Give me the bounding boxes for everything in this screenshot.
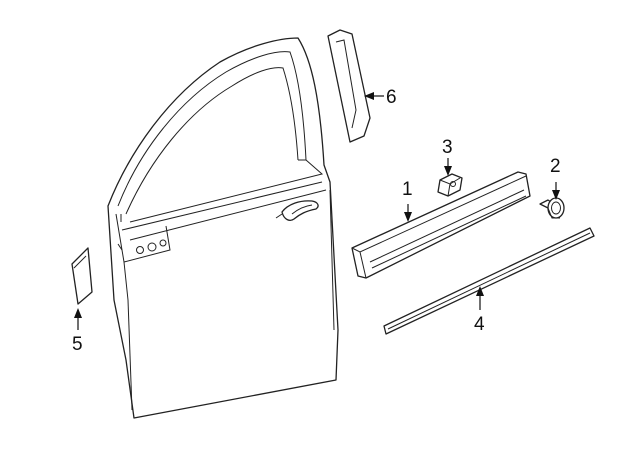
applique-part-5 [71,247,93,305]
callout-2: 2 [550,156,561,177]
callout-1: 1 [402,179,413,200]
callout-3: 3 [442,137,453,158]
callout-6: 6 [386,87,397,108]
clip-part-3 [437,173,463,197]
callout-4: 4 [474,314,485,335]
pillar-applique-part-6 [327,29,371,143]
lower-molding-part-4 [383,227,595,335]
callout-5: 5 [72,334,83,355]
door-molding-part-1 [351,171,531,279]
leader-lines [74,92,560,330]
door-shell [107,37,339,419]
fastener-part-2 [539,197,565,219]
